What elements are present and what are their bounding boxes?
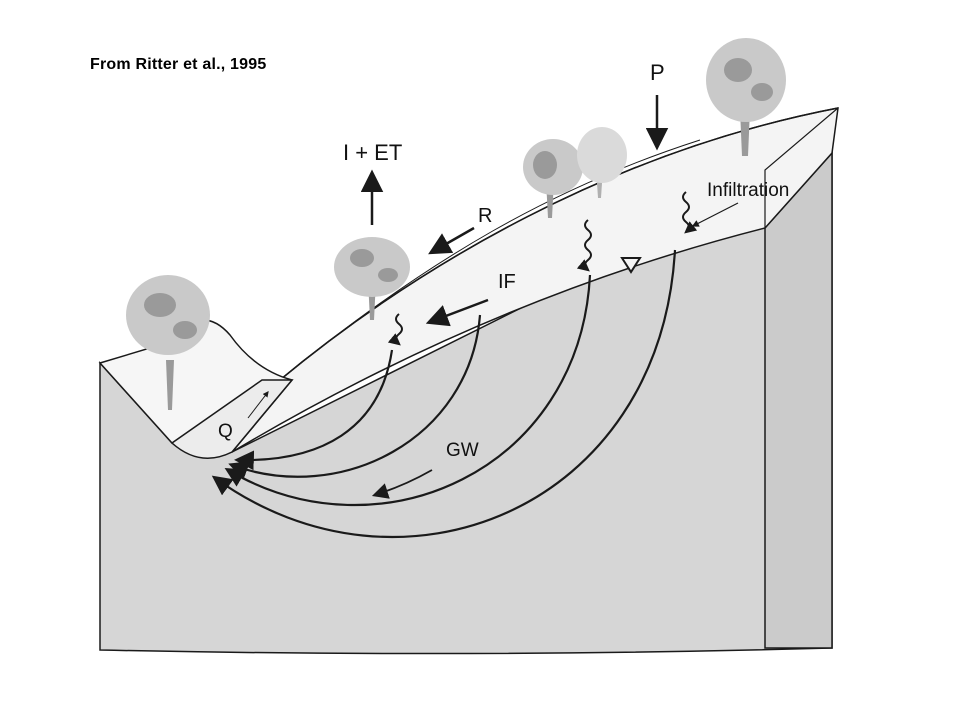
tree-icon	[706, 38, 786, 156]
block-side-face	[764, 151, 833, 649]
runoff-arrow	[428, 226, 475, 255]
label-infiltration: Infiltration	[707, 180, 789, 201]
label-interception-evapotranspiration: I + ET	[343, 140, 402, 165]
tree-icon	[334, 237, 410, 320]
interflow-arrow	[425, 298, 489, 327]
tree-icon	[577, 127, 627, 198]
infiltration-pointer	[691, 202, 739, 227]
tree-icon	[523, 139, 583, 218]
label-interflow: IF	[498, 271, 516, 293]
label-groundwater: GW	[446, 440, 479, 461]
label-discharge: Q	[218, 421, 233, 442]
groundwater-flow-paths	[211, 249, 677, 538]
source-caption: From Ritter et al., 1995	[90, 56, 267, 73]
tree-icon	[126, 275, 210, 410]
label-precipitation: P	[650, 60, 665, 85]
label-runoff: R	[478, 205, 492, 227]
water-table-icon	[620, 257, 642, 274]
infiltration-icon	[387, 191, 698, 346]
